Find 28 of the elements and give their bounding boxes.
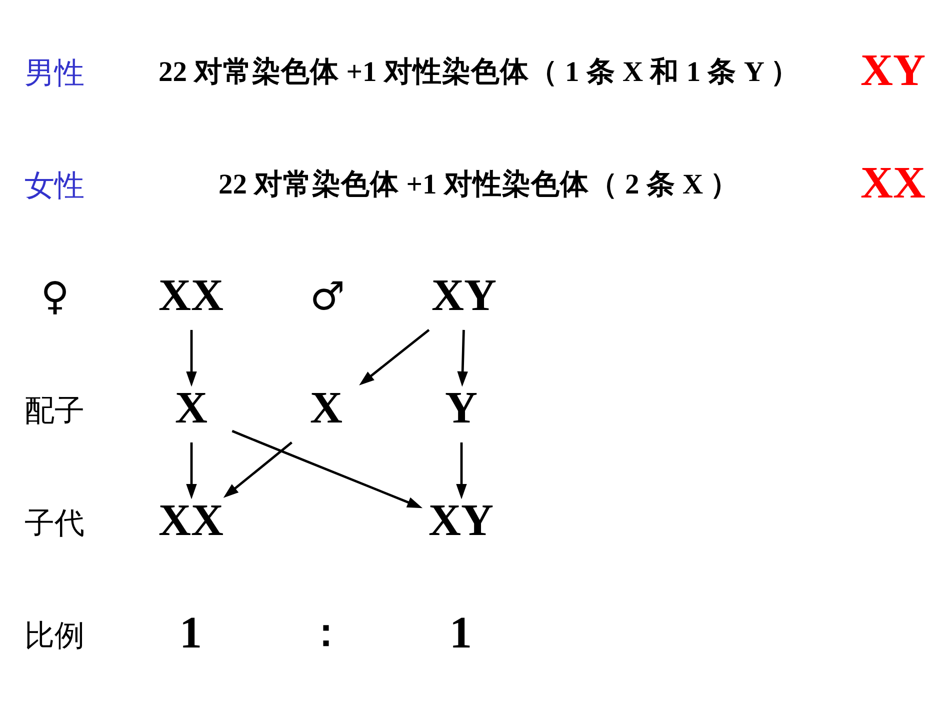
arrow bbox=[232, 430, 423, 508]
label: 1 bbox=[450, 608, 472, 658]
label: 22 对常染色体 +1 对性染色体（ 2 条 X ） bbox=[218, 169, 740, 200]
label: XX bbox=[860, 158, 926, 208]
arrow bbox=[457, 330, 468, 387]
label: 配子 bbox=[24, 394, 84, 428]
arrow bbox=[223, 442, 292, 498]
arrow bbox=[186, 442, 197, 500]
node-text: XX bbox=[158, 495, 224, 545]
label: ♀ bbox=[40, 274, 70, 320]
label: 比例 bbox=[24, 619, 84, 652]
label: 22 对常染色体 +1 对性染色体（ 1 条 X 和 1 条 Y ） bbox=[158, 56, 800, 88]
label: 子代 bbox=[24, 506, 84, 540]
label: ： bbox=[306, 612, 346, 655]
node-text: X bbox=[310, 382, 342, 432]
label: 女性 bbox=[24, 169, 84, 202]
node-text: Y bbox=[445, 382, 478, 432]
arrow bbox=[359, 329, 430, 386]
node-text: X bbox=[175, 382, 208, 432]
arrow bbox=[186, 330, 197, 387]
arrow bbox=[456, 442, 467, 500]
label: 1 bbox=[180, 608, 202, 658]
label: 男性 bbox=[24, 56, 84, 90]
node-text: XY bbox=[428, 495, 494, 545]
node-text: XY bbox=[432, 270, 496, 320]
label: ♂ bbox=[310, 274, 345, 320]
label: XY bbox=[860, 45, 926, 95]
node-text: XX bbox=[158, 270, 224, 320]
